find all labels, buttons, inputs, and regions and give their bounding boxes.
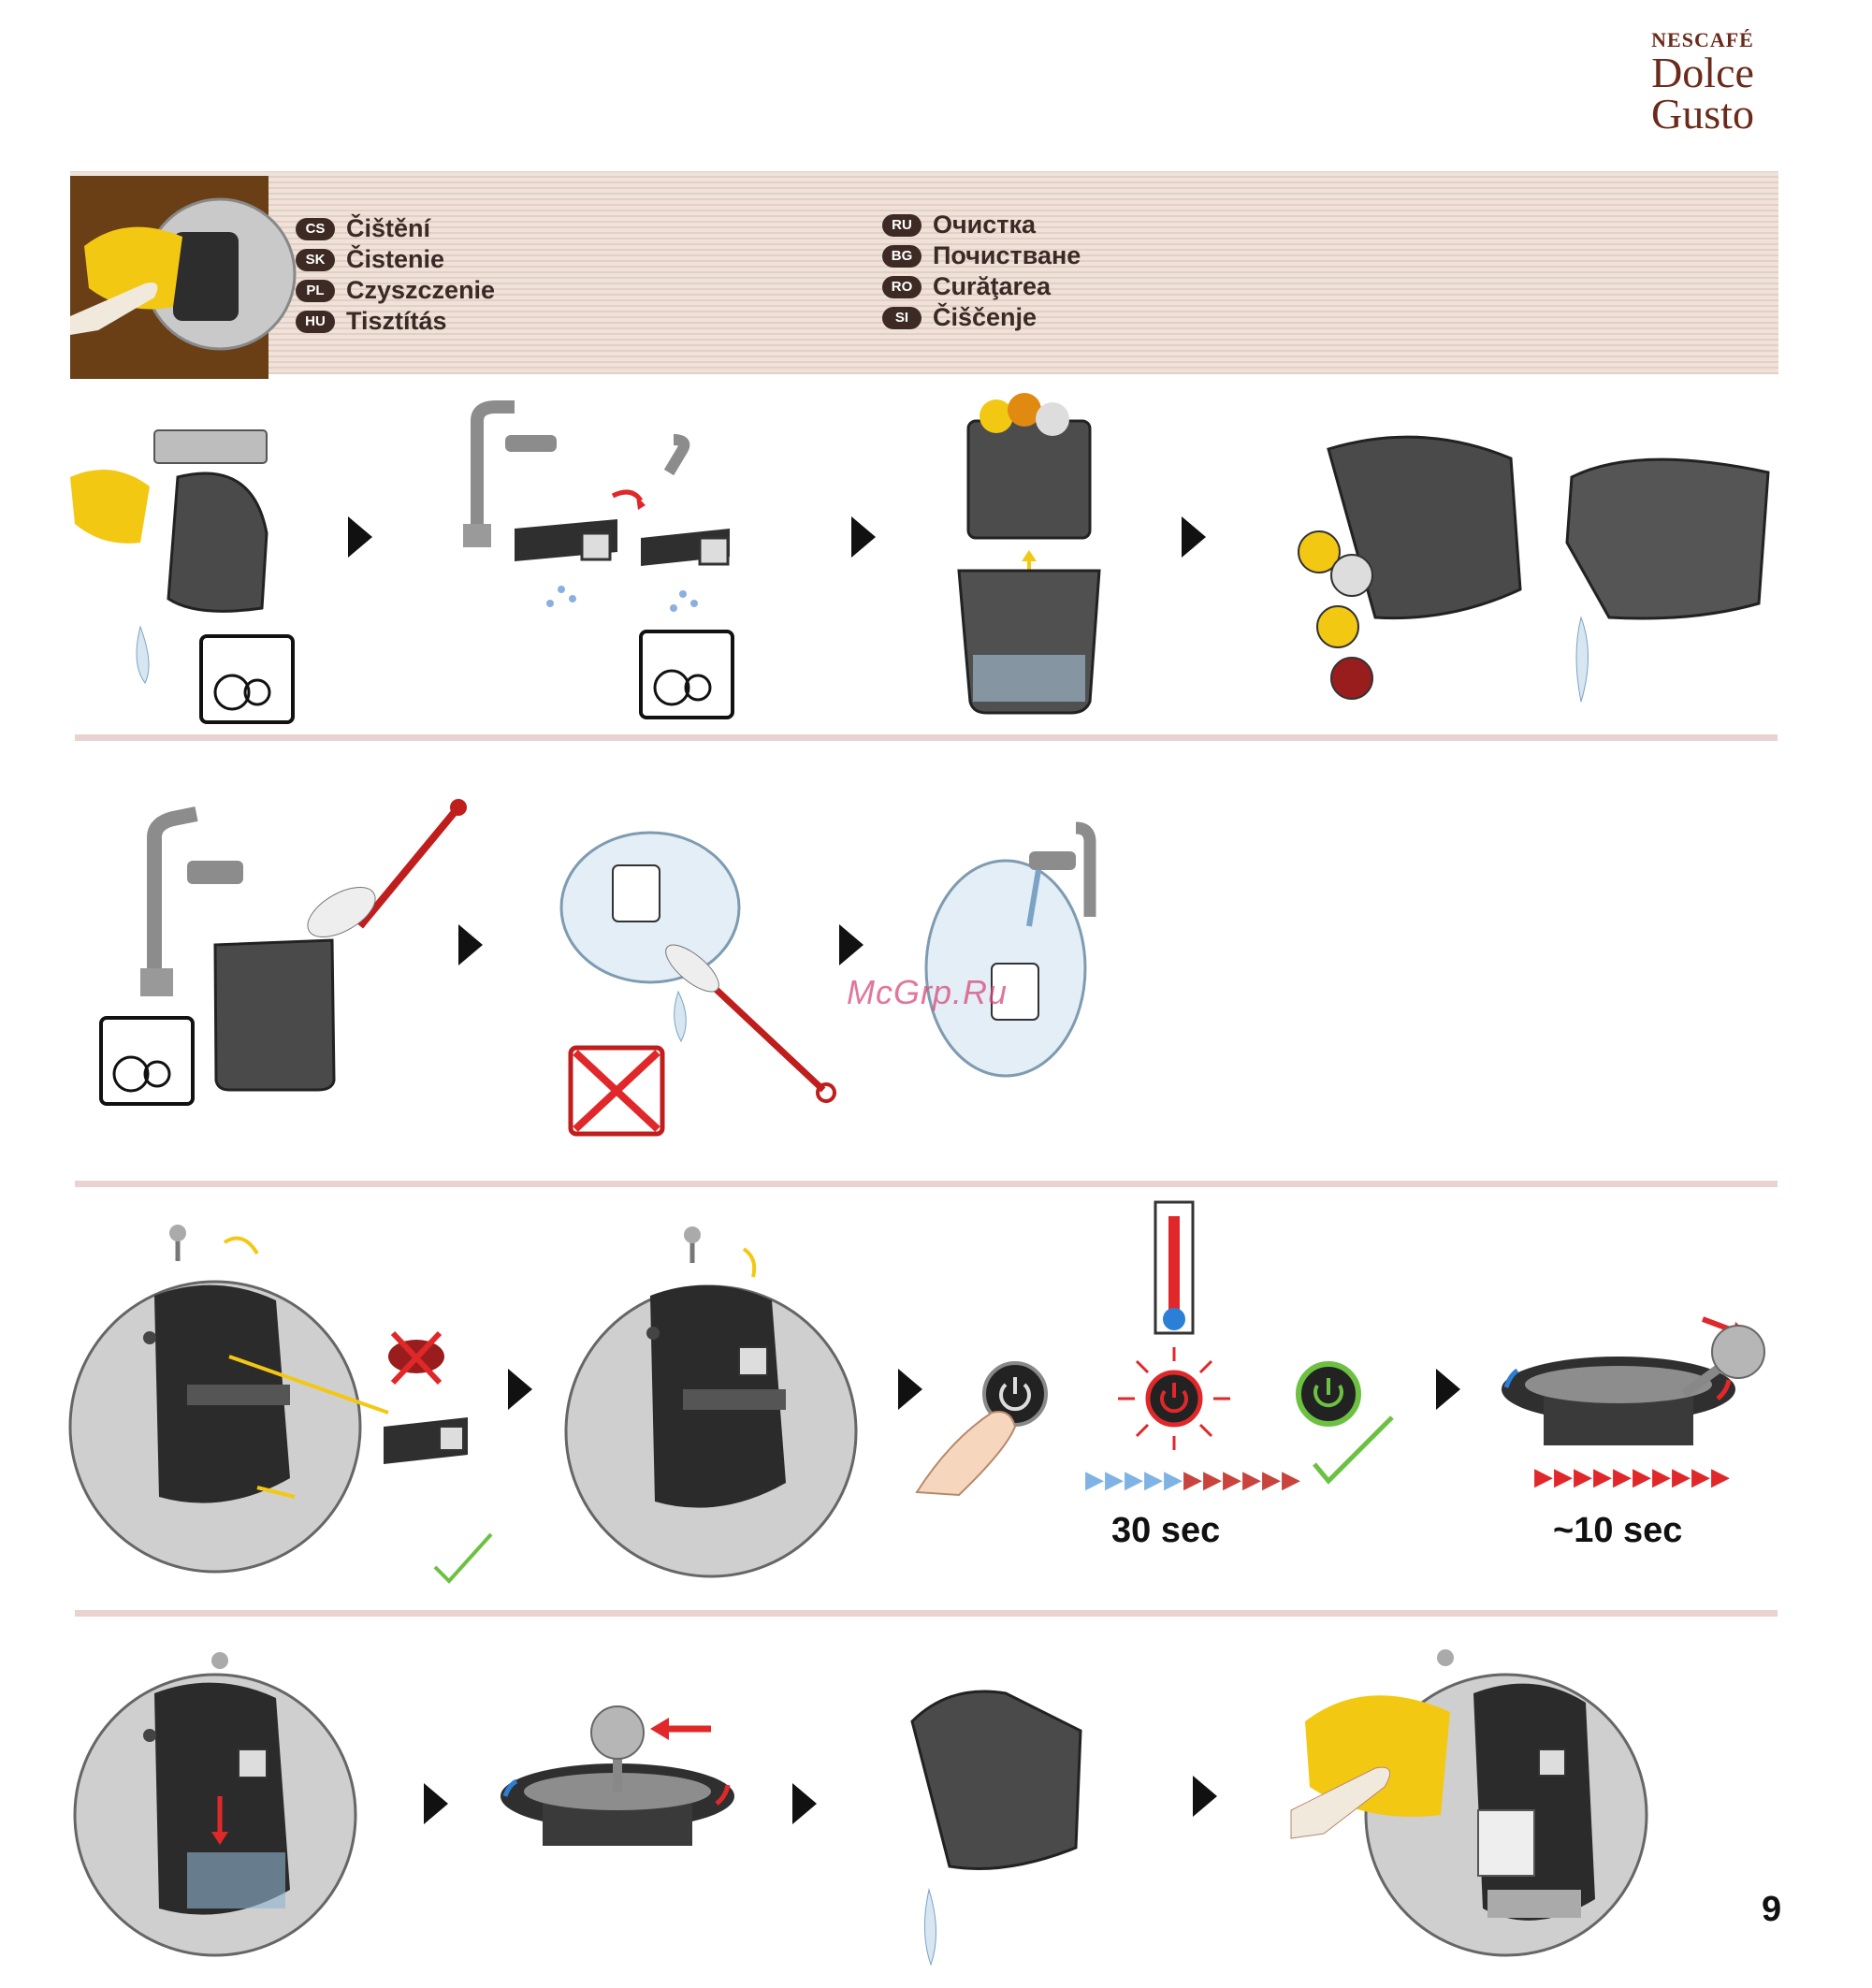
- blinking-power-icon: [1148, 1372, 1200, 1425]
- checkmark-icon: [1314, 1417, 1392, 1481]
- lang-label: Čištění: [346, 214, 430, 243]
- lang-code-badge: SI: [882, 307, 921, 329]
- lang-label: Tisztítás: [346, 307, 447, 336]
- languages-left: CS Čištění SK Čistenie PL Czyszczenie HU Tis…: [296, 213, 495, 337]
- step-arrow-icon: [792, 1783, 817, 1824]
- step-arrow-icon: [1436, 1369, 1460, 1410]
- lever-back-illustration: [496, 1703, 748, 1852]
- lang-hu: HU Tisztítás: [296, 306, 495, 337]
- lang-pl: PL Czyszczenie: [296, 275, 495, 306]
- power-ready-indicator: [1291, 1361, 1403, 1492]
- lang-code-badge: SK: [296, 249, 335, 271]
- clean-water-tank-illustration: [98, 791, 472, 1118]
- wipe-machine-illustration: [1291, 1647, 1647, 1965]
- brand-line2: Dolce: [1628, 52, 1778, 94]
- lang-code-badge: PL: [296, 280, 335, 302]
- step-arrow-icon: [424, 1783, 448, 1824]
- row-separator-3: [75, 1610, 1778, 1617]
- lever-cold-water-illustration: [1497, 1305, 1778, 1464]
- page-number: 9: [1762, 1890, 1781, 1930]
- cleaning-machine-illustration: [70, 176, 268, 379]
- lang-label: Curăţarea: [933, 272, 1051, 301]
- lang-label: Czyszczenie: [346, 276, 495, 305]
- step-arrow-icon: [839, 924, 863, 965]
- cleaning-photo: [70, 176, 268, 379]
- capsule-container-illustration: [945, 384, 1113, 720]
- watermark: McGrp.Ru: [847, 973, 1008, 1012]
- lang-label: Čiščenje: [933, 303, 1037, 332]
- dishwasher-icon: [101, 1018, 193, 1104]
- step-arrow-icon: [1193, 1776, 1217, 1817]
- machine-open-illustration: [65, 1216, 515, 1590]
- lang-cs: CS Čištění: [296, 213, 495, 244]
- empty-water-tank-illustration: [893, 1665, 1099, 1974]
- brewing-progress-arrows: ▶▶▶▶▶▶▶▶▶▶: [1534, 1462, 1731, 1491]
- lang-ru: RU Очистка: [882, 210, 1081, 240]
- brand-line3: Gusto: [1628, 94, 1778, 135]
- dishwasher-icon: [201, 636, 293, 722]
- rinse-capsule-holder-illustration: [458, 402, 758, 730]
- machine-rinsing-illustration: [65, 1647, 365, 1965]
- heating-progress-arrows: ▶▶▶▶▶▶▶▶▶▶▶: [1085, 1465, 1301, 1494]
- lang-ro: RO Curăţarea: [882, 271, 1081, 302]
- heating-indicator: [1109, 1197, 1240, 1459]
- row-separator-1: [75, 734, 1778, 741]
- step-arrow-icon: [348, 516, 372, 558]
- brewing-time-label: ~10 sec: [1553, 1511, 1682, 1551]
- clean-lid-illustration: [561, 828, 842, 1137]
- machine-closed-illustration: [561, 1221, 879, 1586]
- lang-label: Čistenie: [346, 245, 444, 274]
- nescafe-dolce-gusto-logo: NESCAFÉ Dolce Gusto: [1628, 28, 1778, 135]
- lang-label: Почистване: [933, 241, 1081, 270]
- lang-bg: BG Почистване: [882, 240, 1081, 271]
- empty-capsule-container-illustration: [1300, 421, 1787, 720]
- languages-right: RU Очистка BG Почистване RO Curăţarea SI Čiš…: [882, 210, 1081, 333]
- lang-code-badge: BG: [882, 245, 921, 268]
- row-separator-2: [75, 1181, 1778, 1187]
- lang-code-badge: RU: [882, 214, 921, 237]
- step-arrow-icon: [851, 516, 876, 558]
- heating-time-label: 30 sec: [1111, 1511, 1220, 1551]
- lang-code-badge: RO: [882, 276, 921, 298]
- step-arrow-icon: [508, 1369, 532, 1410]
- drip-tray-illustration: [65, 421, 309, 730]
- lang-code-badge: HU: [296, 311, 335, 333]
- rinse-lid-illustration: [926, 814, 1132, 1095]
- lang-sk: SK Čistenie: [296, 244, 495, 275]
- lang-label: Очистка: [933, 210, 1036, 239]
- lang-code-badge: CS: [296, 218, 335, 240]
- lang-si: SI Čiščenje: [882, 302, 1081, 333]
- step-arrow-icon: [458, 924, 483, 965]
- press-power-button-illustration: [912, 1357, 1052, 1497]
- step-arrow-icon: [1182, 516, 1206, 558]
- dishwasher-icon: [641, 631, 733, 718]
